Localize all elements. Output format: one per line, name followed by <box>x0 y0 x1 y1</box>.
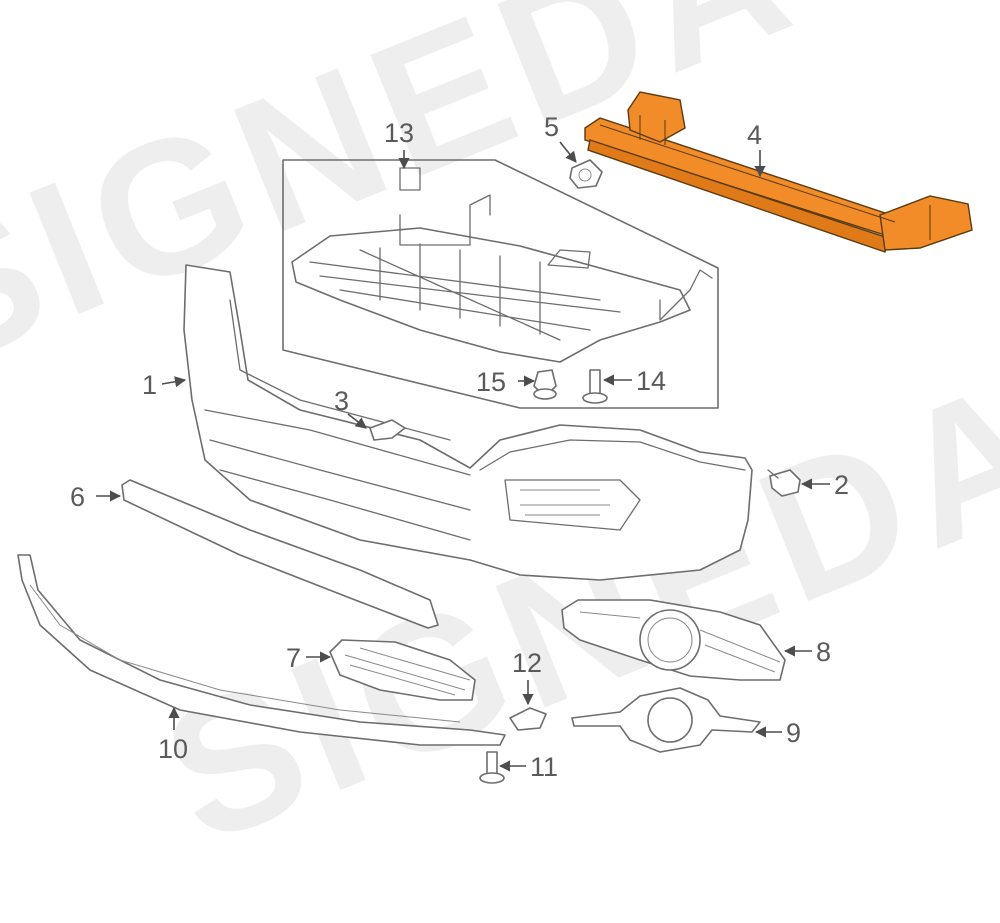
callout-15: 15 <box>476 367 506 397</box>
callout-9: 9 <box>786 718 801 748</box>
callout-labels: 13 5 4 1 3 6 2 15 14 7 8 12 9 10 11 <box>70 112 849 782</box>
part-14-bolt <box>582 369 608 404</box>
part-15-push-pin <box>533 369 557 400</box>
part-2-screw <box>767 469 801 497</box>
part-9-trim-ring <box>571 687 761 753</box>
callout-7: 7 <box>286 643 301 673</box>
callout-5: 5 <box>544 112 559 142</box>
part-12-nut <box>509 707 547 731</box>
part-8-fog-bezel <box>561 599 786 681</box>
callout-14: 14 <box>636 366 666 396</box>
callout-10: 10 <box>158 734 188 764</box>
part-1-bumper-cover <box>183 264 753 581</box>
watermark-text-1: SIGNEDA <box>0 0 823 408</box>
part-7-grille <box>329 639 476 701</box>
callout-4: 4 <box>747 120 762 150</box>
callout-3: 3 <box>334 386 349 416</box>
part-6-molding <box>121 479 439 629</box>
callout-13: 13 <box>384 118 414 148</box>
leader-lines <box>96 141 830 772</box>
callout-8: 8 <box>816 637 831 667</box>
part-4-bumper-reinforcement <box>584 91 973 253</box>
callout-1: 1 <box>142 370 157 400</box>
part-3-retainer <box>369 419 406 441</box>
part-10-spoiler <box>17 554 506 746</box>
callout-12: 12 <box>512 648 542 678</box>
part-11-bolt <box>479 751 505 784</box>
callout-6: 6 <box>70 482 85 512</box>
callout-2: 2 <box>834 470 849 500</box>
callout-11: 11 <box>530 752 558 782</box>
part-5-clip <box>569 159 603 189</box>
